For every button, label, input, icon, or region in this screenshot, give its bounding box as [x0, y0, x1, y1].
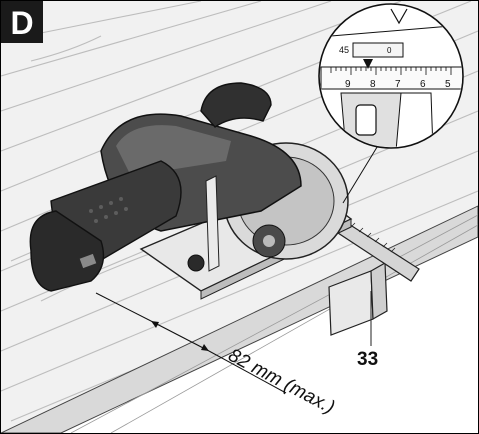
part-number-label: 33	[357, 349, 378, 370]
scale-number-8: 8	[370, 79, 376, 90]
dimension-label: 82 mm (max.)	[225, 345, 338, 419]
figure-letter: D	[10, 5, 33, 41]
magnifier-detail: 45 0 9 8 7 6 5	[318, 3, 464, 149]
angle-label-0: 0	[387, 46, 392, 55]
angle-label-45: 45	[339, 45, 349, 55]
scale-number-7: 7	[395, 79, 401, 90]
figure-letter-badge: D	[1, 1, 43, 43]
scale-number-6: 6	[420, 79, 426, 90]
scale-number-5: 5	[445, 79, 451, 90]
circular-saw	[29, 82, 353, 300]
scale-number-9: 9	[345, 79, 351, 90]
parallel-guide-fence	[328, 218, 420, 346]
